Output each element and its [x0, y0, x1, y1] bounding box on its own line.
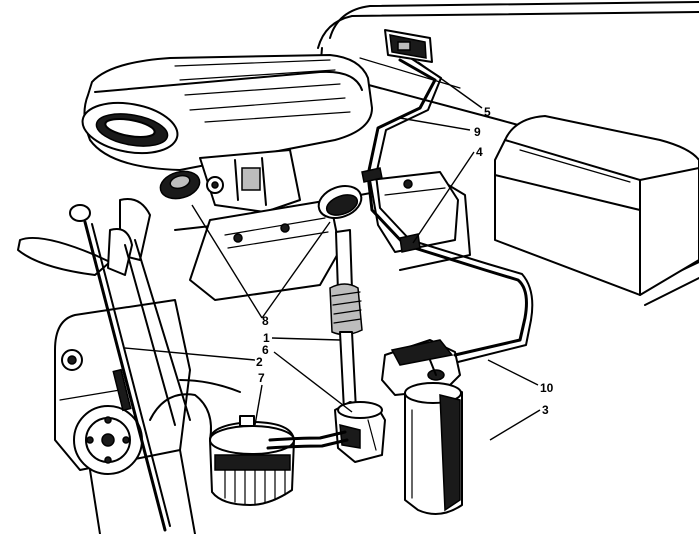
- label-7: 7: [258, 371, 265, 385]
- breather-cap-left: [159, 170, 201, 200]
- label-2: 2: [256, 355, 263, 369]
- label-4: 4: [476, 145, 483, 159]
- label-8: 8: [262, 314, 269, 328]
- crankshaft-pulley: [73, 405, 143, 475]
- air-cleaner: [81, 54, 373, 171]
- fuel-line-main: [366, 54, 534, 363]
- label-3: 3: [542, 403, 549, 417]
- label-9: 9: [474, 125, 481, 139]
- storage-box: [494, 115, 699, 296]
- breather-cap-right: [317, 185, 363, 219]
- filter-to-pump-pipe: [266, 430, 349, 450]
- filter-unit: [381, 339, 463, 515]
- fuel-line-coupling: [361, 167, 421, 253]
- label-5: 5: [484, 105, 491, 119]
- label-6: 6: [262, 343, 269, 357]
- cooling-fan: [17, 198, 191, 426]
- fuel-filter: [209, 415, 295, 506]
- carburettor: [199, 149, 301, 213]
- fuel-pump: [334, 401, 386, 463]
- label-10: 10: [540, 381, 554, 395]
- oil-dipstick: [69, 204, 171, 532]
- label-1: 1: [263, 331, 270, 345]
- gauge-sender-unit: [384, 29, 433, 63]
- leader-lines: [124, 61, 541, 441]
